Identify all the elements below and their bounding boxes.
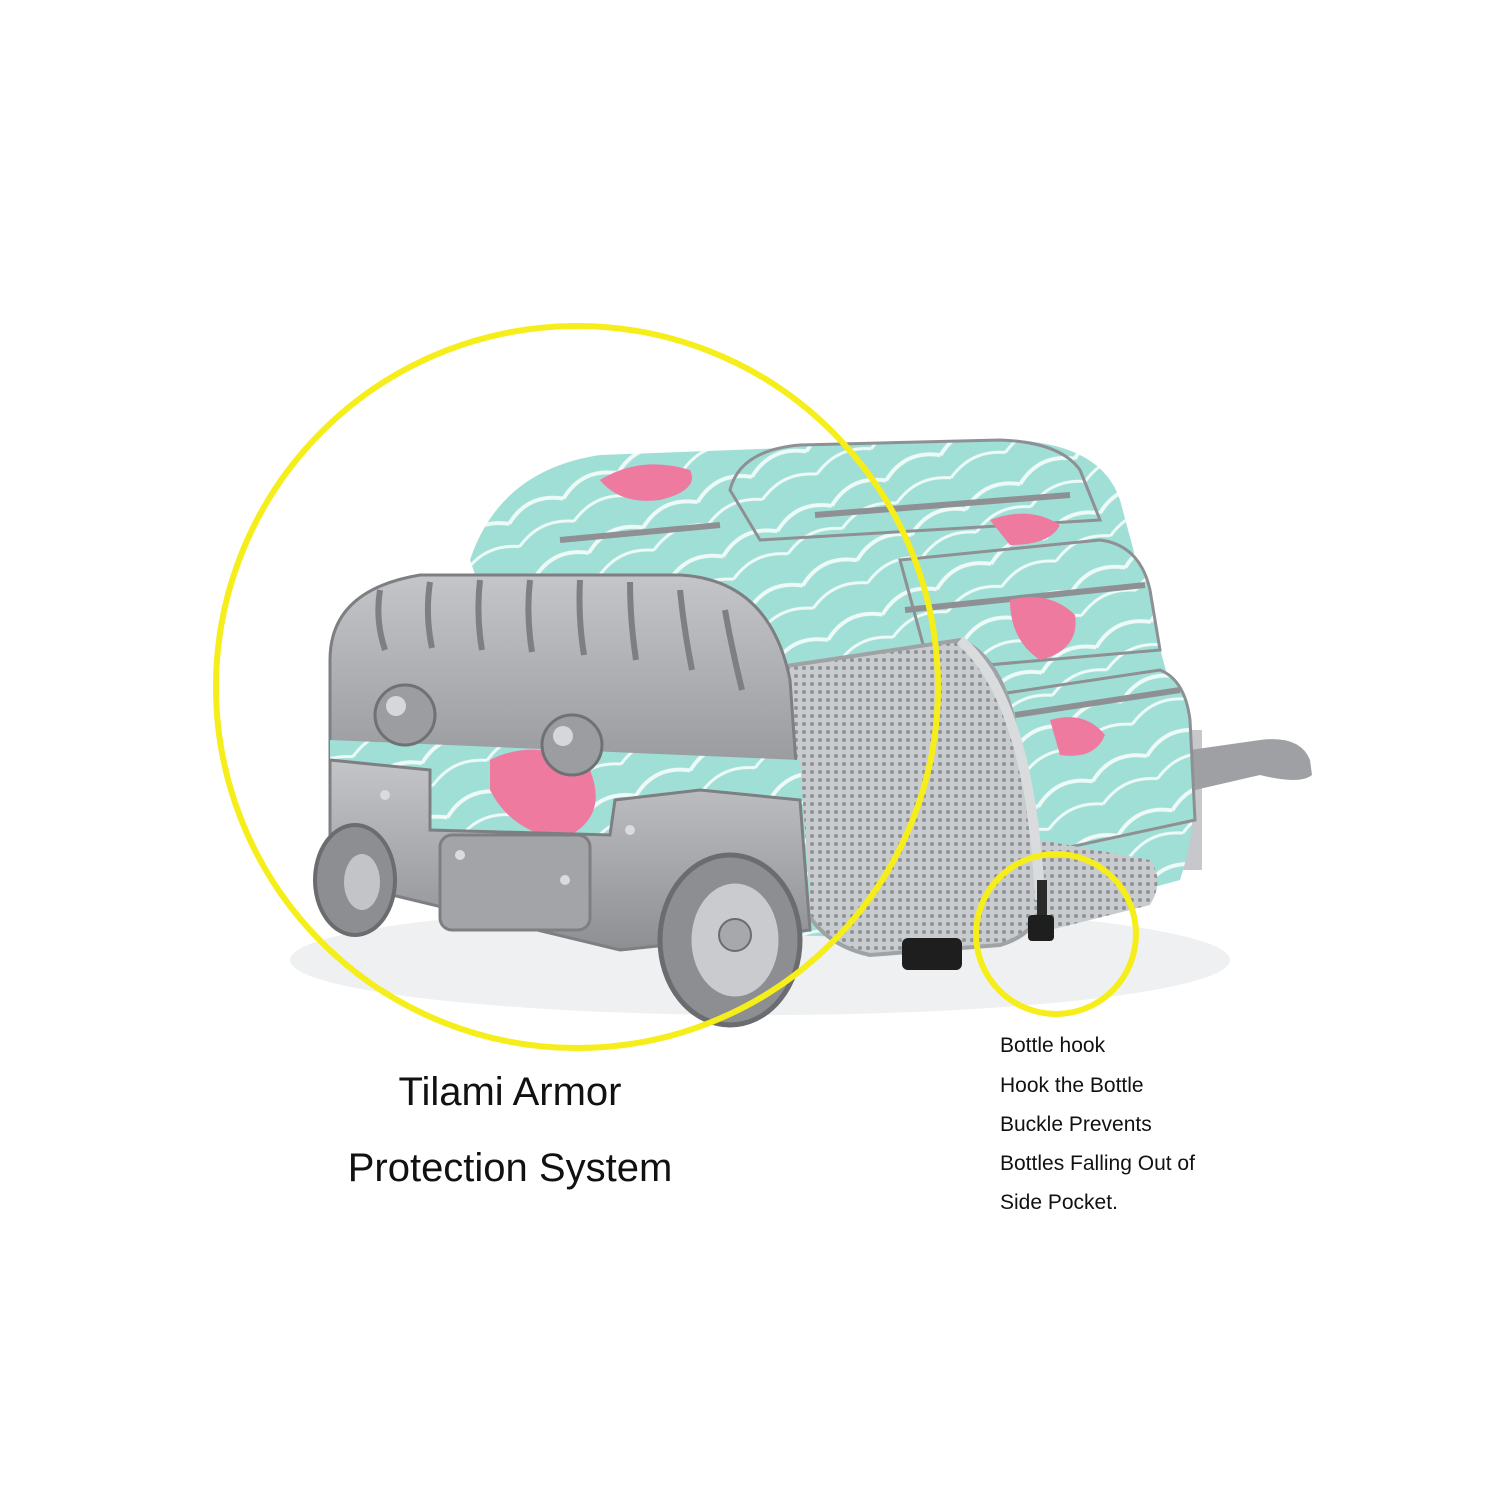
armor-callout-circle [213, 323, 941, 1051]
armor-rib [424, 581, 435, 649]
bottle-hook [902, 880, 1054, 970]
hook-caption-line-3: Buckle Prevents [1000, 1113, 1152, 1136]
rivet [455, 850, 465, 860]
flamingo-print [990, 513, 1060, 545]
lower-buckle [902, 938, 962, 970]
rivet [560, 875, 570, 885]
flamingo-print [600, 464, 692, 501]
zipper-top [814, 492, 1071, 518]
zipper-upper [559, 522, 721, 543]
armor-rib [375, 589, 388, 651]
zipper-front [1014, 687, 1181, 718]
hook-buckle [1028, 915, 1054, 941]
flamingo-print [1050, 717, 1105, 756]
rivet [625, 825, 635, 835]
armor-rib [576, 579, 587, 656]
hook-callout-circle [973, 851, 1139, 1017]
armor-caption-line-2: Protection System [347, 1146, 673, 1190]
wheels [313, 823, 803, 1028]
armor-rib [627, 581, 639, 661]
armor-rib [677, 589, 695, 671]
hook-caption-line-5: Side Pocket. [1000, 1191, 1118, 1214]
hook-caption-line-1: Bottle hook [1000, 1034, 1106, 1057]
armor-bolt-highlight [386, 696, 406, 716]
flamingo-print [1010, 597, 1076, 660]
rivet [380, 790, 390, 800]
armor-bolt [540, 713, 604, 777]
rear-wheel-hub [344, 854, 380, 910]
handle-grip [1190, 739, 1312, 790]
armor-bolt [373, 683, 437, 747]
front-wheel-axle [718, 918, 752, 952]
armor-rib [475, 579, 485, 651]
mesh-trim [956, 636, 1045, 901]
hook-strap [1037, 880, 1047, 920]
hook-caption-line-2: Hook the Bottle [1000, 1074, 1144, 1097]
mesh-panel-rear [1040, 840, 1158, 930]
armor-caption-line-1: Tilami Armor [398, 1070, 622, 1114]
hook-caption-line-4: Bottles Falling Out of [1000, 1152, 1195, 1175]
armor-bolt-highlight [553, 726, 573, 746]
armor-rib [722, 609, 745, 691]
armor-rib [525, 579, 535, 653]
skid-plate [438, 833, 592, 932]
